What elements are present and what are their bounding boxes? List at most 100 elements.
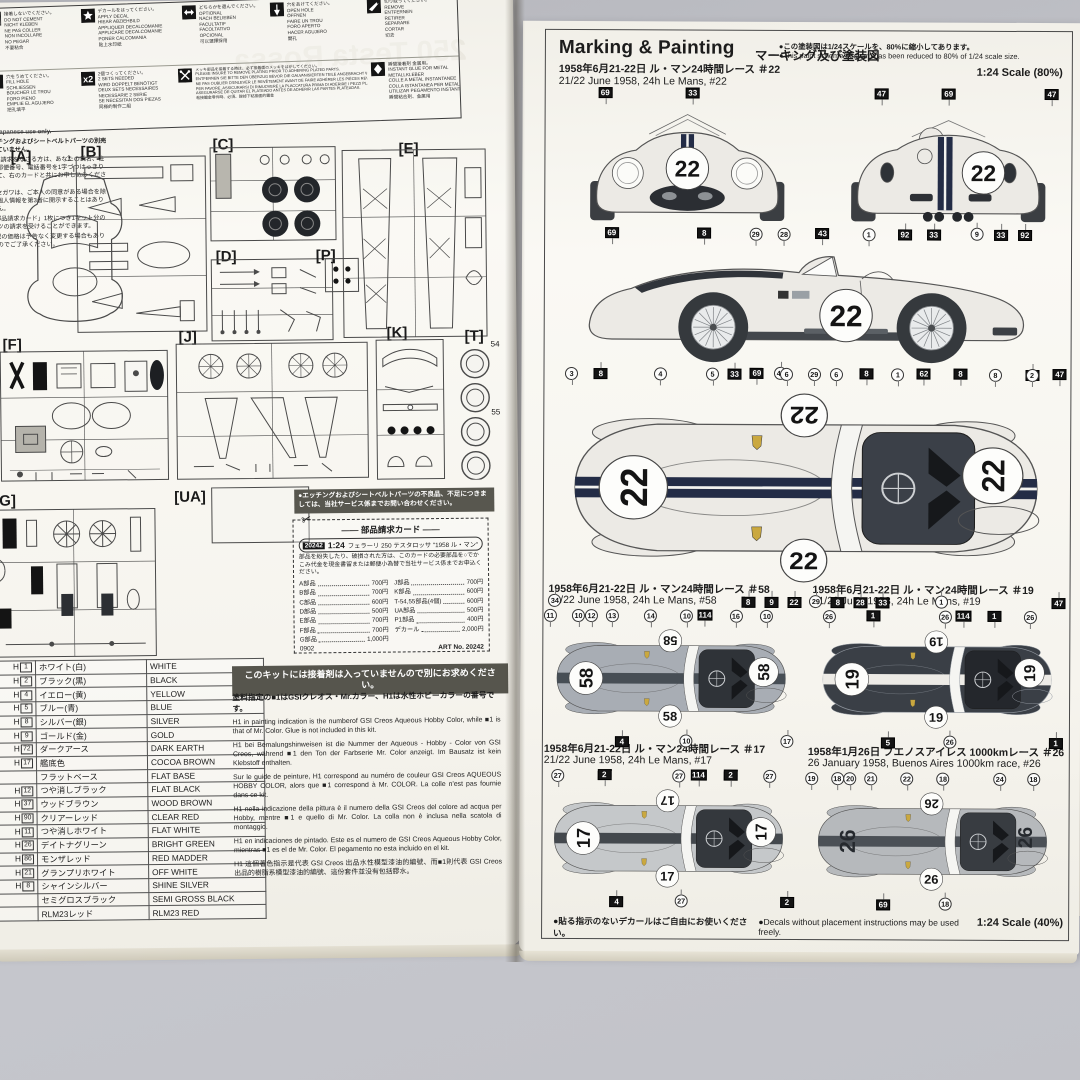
paint-number xyxy=(0,770,37,785)
callout-paint-29: 29 xyxy=(749,227,763,241)
part-price: 1,000円 xyxy=(367,635,389,643)
sprue-k xyxy=(375,338,446,481)
callout-paint-27: 27 xyxy=(762,769,776,783)
paint-name-jp: シルバー(銀) xyxy=(36,714,148,730)
instant-glue-icon xyxy=(370,61,386,76)
part-price: 600円 xyxy=(371,598,389,606)
dotted-leader xyxy=(318,597,370,606)
sprue-p xyxy=(324,257,360,293)
kit-number: 20242 xyxy=(302,541,325,549)
part-price: 2,000円 xyxy=(461,625,484,633)
right-page: Marking & Painting マーキング及び塗装図 ●この塗装図は1/2… xyxy=(518,20,1080,956)
paint-number-box: 2 xyxy=(20,676,33,687)
part-price: 500円 xyxy=(371,607,389,615)
paint-name-jp: ホワイト(白) xyxy=(35,659,147,675)
callout-paint-8: 8 xyxy=(988,368,1002,382)
legend-item-plated-parts: メッキ部品を接着する時は、必ず接着面のメッキをはがしてください。PLEASE I… xyxy=(174,59,369,127)
race-title-en-58: 21/22 June 1958, 24h Le Mans, #58 xyxy=(548,593,717,607)
sprue-g xyxy=(0,507,158,659)
callout-paint-6: 6 xyxy=(780,367,794,381)
callout-paint-1: 1 xyxy=(862,228,876,242)
dotted-leader xyxy=(317,578,370,587)
paint-number-box: 5 xyxy=(20,703,33,714)
svg-text:19: 19 xyxy=(841,669,862,689)
kit-line: 20242 1:24 フェラーリ 250 テスタロッサ "1958 ル・マン" xyxy=(298,536,483,553)
callout-paint-10: 10 xyxy=(679,734,693,748)
open-hole-icon xyxy=(269,2,285,17)
callout-decal-4: 4 xyxy=(609,896,624,908)
optional-icon xyxy=(181,5,197,20)
callout-paint-27: 27 xyxy=(674,894,688,908)
callout-decal-69: 69 xyxy=(876,899,891,911)
callout-paint-20: 20 xyxy=(843,772,857,786)
callout-paint-27: 27 xyxy=(672,769,686,783)
dotted-leader xyxy=(318,615,371,624)
svg-text:17: 17 xyxy=(573,828,594,848)
card-code: 0902 xyxy=(299,645,315,653)
callout-paint-5: 5 xyxy=(705,367,720,381)
callout-paint-11: 11 xyxy=(543,608,557,622)
callout-decal-8: 8 xyxy=(830,597,845,609)
paint-name-jp: ブルー(青) xyxy=(35,700,148,716)
no-cement-icon xyxy=(0,11,2,27)
paint-name-jp: グランプリホワイト xyxy=(37,864,149,880)
callout-decal-8: 8 xyxy=(741,596,756,608)
race-variants xyxy=(523,21,1080,23)
paint-name-jp: シャインシルバー xyxy=(37,878,149,894)
paint-name-jp: つや消しホワイト xyxy=(37,823,149,839)
callout-decal-1: 1 xyxy=(987,610,1002,622)
svg-text:58: 58 xyxy=(575,668,596,688)
paint-number-box: 4 xyxy=(20,690,33,701)
svg-text:26: 26 xyxy=(924,796,938,811)
callout-paint-29: 29 xyxy=(807,368,821,382)
sprue-label-t: [T] xyxy=(464,327,484,345)
svg-text:22: 22 xyxy=(790,401,819,428)
paint-number xyxy=(0,893,39,908)
part-name: D部品 xyxy=(299,608,317,616)
dotted-leader xyxy=(317,588,370,596)
svg-text:58: 58 xyxy=(663,633,677,648)
callout-decal-33: 33 xyxy=(875,597,890,609)
callout-decal-8: 8 xyxy=(859,368,874,380)
callout-paint-26: 26 xyxy=(943,735,957,749)
race-title-en-17: 21/22 June 1958, 24h Le Mans, #17 xyxy=(543,753,712,767)
paint-name-jp: ゴールド(金) xyxy=(36,728,148,743)
legend-line: 開孔 xyxy=(287,35,298,41)
callout-decal-114: 114 xyxy=(955,610,972,622)
paint-number-box: 9 xyxy=(20,731,33,742)
callout-paint-10: 10 xyxy=(572,609,586,623)
card-body-text: 部品を紛失したり、破損された方は、このカードの必要部品を○でかこみ代金を現金書留… xyxy=(298,552,482,576)
callout-decal-1: 1 xyxy=(1048,738,1063,750)
sprue-e xyxy=(341,148,489,340)
callout-paint-2: 2 xyxy=(1025,368,1039,383)
page-title: Marking & Painting xyxy=(558,36,735,59)
callout-decal-2: 2 xyxy=(723,769,738,781)
callout-decal-4: 4 xyxy=(614,736,629,748)
part-name: E部品 xyxy=(299,617,317,625)
callout-decal-1: 1 xyxy=(865,610,880,622)
callout-decal-47: 47 xyxy=(1051,598,1066,610)
callout-decal-33: 33 xyxy=(926,229,941,241)
sprue-ua xyxy=(210,485,311,544)
callout-decal-8: 8 xyxy=(953,368,968,380)
svg-text:26: 26 xyxy=(1015,827,1037,849)
callout-paint-26: 26 xyxy=(938,610,952,624)
callout-paint-1: 1 xyxy=(934,595,948,609)
svg-text:22: 22 xyxy=(975,459,1011,492)
scale-80: 1:24 Scale (80%) xyxy=(976,66,1063,80)
part-price: 400円 xyxy=(466,615,484,623)
